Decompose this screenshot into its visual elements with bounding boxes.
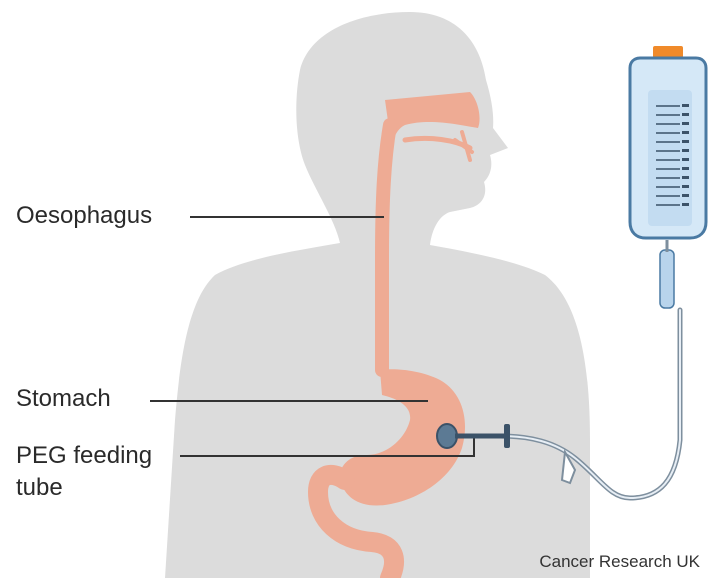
peg-feeding-tube-label: PEG feeding tube [16,440,152,504]
stomach-label: Stomach [16,383,111,415]
peg-label-line-1: PEG feeding [16,440,152,472]
oesophagus-label: Oesophagus [16,200,152,232]
credit-text: Cancer Research UK [539,552,700,572]
feeding-bag-icon [630,46,706,238]
peg-label-line-2: tube [16,472,152,504]
